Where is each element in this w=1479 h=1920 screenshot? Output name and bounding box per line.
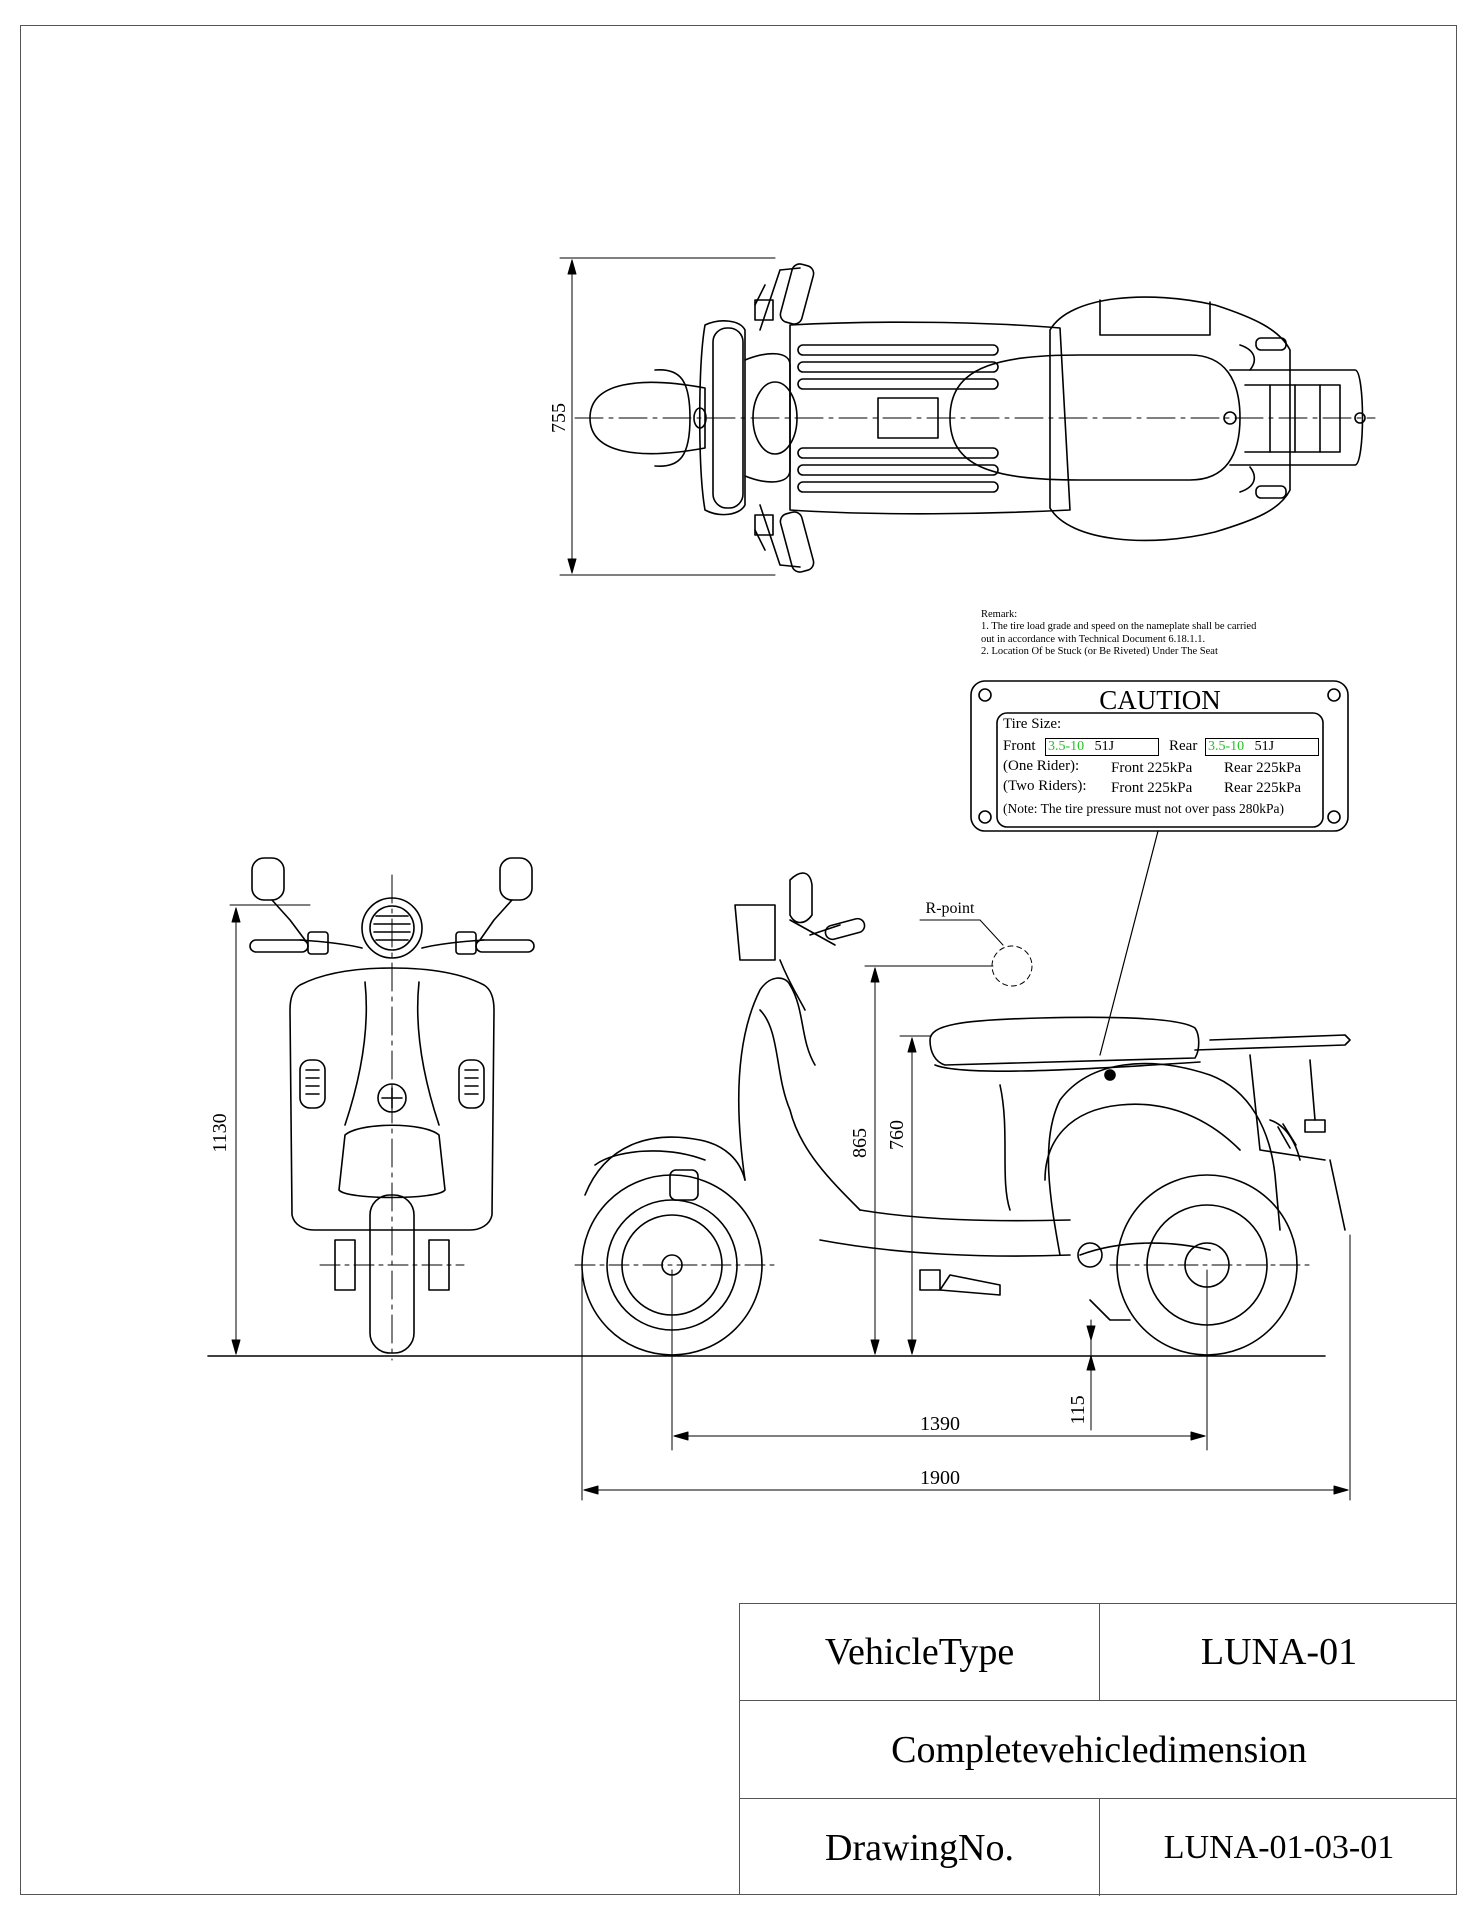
front-tire-load: 51J <box>1094 739 1115 754</box>
dim-865-label: 865 <box>849 1128 871 1158</box>
dimension-1390 <box>671 1269 1208 1451</box>
dimension-755 <box>559 257 776 576</box>
title-block: VehicleType LUNA-01 Completevehicledimen… <box>739 1603 1457 1896</box>
dim-1130-label: 1130 <box>209 1113 231 1152</box>
remark-line-3: 2. Location Of be Stuck (or Be Riveted) … <box>981 646 1218 658</box>
two-riders-rear: Rear 225kPa <box>1224 780 1302 796</box>
front-label: Front <box>1003 738 1036 754</box>
dimension-1900 <box>581 1234 1351 1501</box>
side-view <box>574 872 1351 1356</box>
remark-line-2: out in accordance with Technical Documen… <box>981 633 1206 645</box>
r-point <box>919 919 1033 987</box>
dimension-1130 <box>229 904 311 1355</box>
dim-755-label: 755 <box>548 403 570 433</box>
tire-pressure-note: (Note: The tire pressure must not over p… <box>1003 801 1284 816</box>
rear-tire-size: 3.5-10 <box>1208 739 1245 754</box>
title-row-drawing-no: DrawingNo. LUNA-01-03-01 <box>740 1799 1457 1896</box>
vehicle-type-value: LUNA-01 <box>1200 1631 1358 1673</box>
front-tire-size: 3.5-10 <box>1048 739 1085 754</box>
front-view <box>249 857 535 1361</box>
caution-plate-outline <box>970 680 1349 1056</box>
rear-label: Rear <box>1169 738 1198 754</box>
front-tire-box: 3.5-10 51J <box>1045 738 1159 756</box>
vehicle-type-label: VehicleType <box>740 1604 1100 1700</box>
r-point-label: R-point <box>926 900 975 917</box>
drawing-no-value: LUNA-01-03-01 <box>1163 1828 1395 1866</box>
two-riders-label: (Two Riders): <box>1003 778 1087 794</box>
dimension-115 <box>1086 1319 1096 1431</box>
drawing-no-label: DrawingNo. <box>740 1799 1100 1896</box>
one-rider-rear: Rear 225kPa <box>1224 760 1302 776</box>
remark-block: Remark:1. The tire load grade and speed … <box>981 609 1256 659</box>
rear-tire-box: 3.5-10 51J <box>1205 738 1319 756</box>
two-riders-front: Front 225kPa <box>1111 780 1193 796</box>
one-rider-label: (One Rider): <box>1003 758 1080 774</box>
tire-size-label: Tire Size: <box>1003 716 1062 732</box>
title-row-vehicle-type: VehicleType LUNA-01 <box>740 1604 1457 1701</box>
dim-1390-label: 1390 <box>920 1413 960 1435</box>
dimension-865-760 <box>864 965 994 1355</box>
drawing-description: Completevehicledimension <box>891 1728 1307 1771</box>
one-rider-front: Front 225kPa <box>1111 760 1193 776</box>
remark-line-1: 1. The tire load grade and speed on the … <box>981 621 1257 633</box>
top-view <box>574 263 1376 573</box>
dim-760-label: 760 <box>886 1120 908 1150</box>
dim-115-label: 115 <box>1067 1395 1089 1424</box>
dim-1900-label: 1900 <box>920 1467 960 1489</box>
remark-title: Remark: <box>981 609 1018 620</box>
caution-title: CAUTION <box>1099 685 1221 715</box>
rear-tire-load: 51J <box>1254 739 1275 754</box>
title-row-description: Completevehicledimension <box>740 1701 1457 1799</box>
